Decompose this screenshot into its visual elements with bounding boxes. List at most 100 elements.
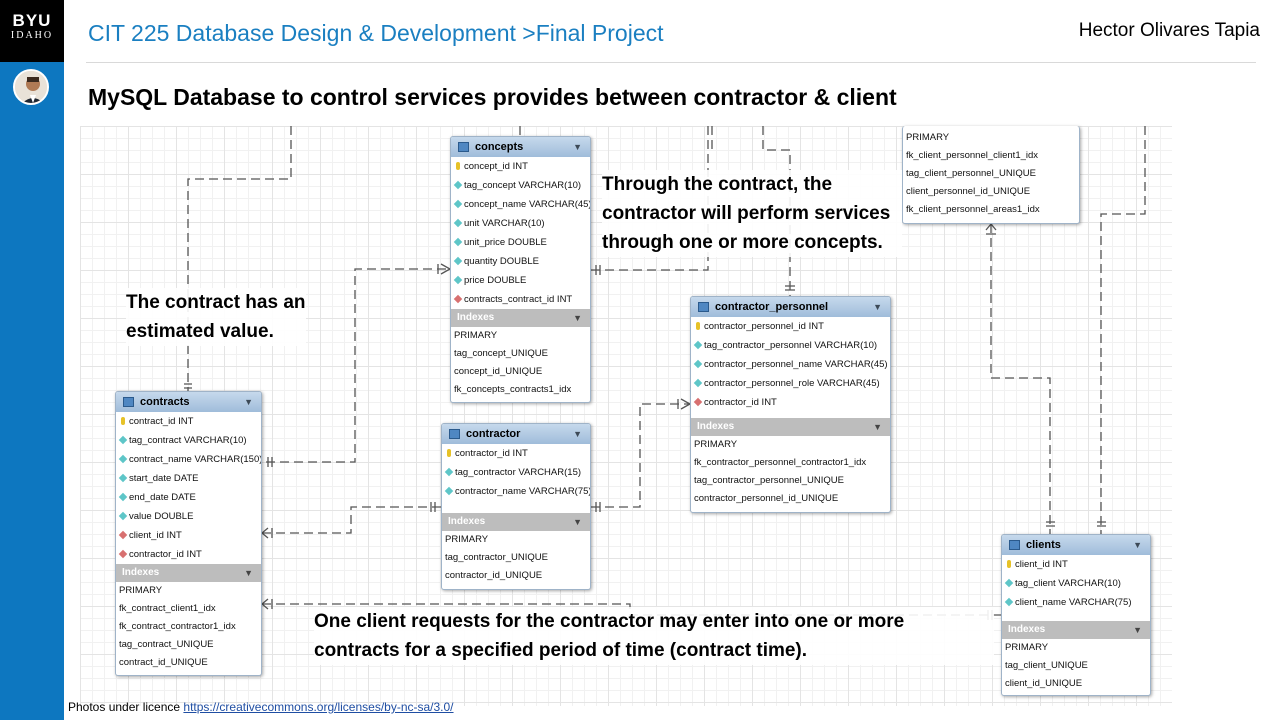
column-diamond-icon (453, 180, 463, 190)
collapse-arrow-icon[interactable]: ▼ (1133, 625, 1142, 635)
indexes-header[interactable]: Indexes▼ (691, 418, 890, 436)
column: tag_contractor VARCHAR(15) (442, 463, 590, 482)
column-diamond-icon (453, 199, 463, 209)
table-client-personnel-partial[interactable]: PRIMARY fk_client_personnel_client1_idx … (902, 126, 1080, 224)
footer-license: Photos under licence https://creativecom… (68, 700, 454, 714)
index-item: PRIMARY (119, 585, 163, 596)
table-icon (449, 429, 460, 439)
column-diamond-icon (453, 218, 463, 228)
index-item: fk_contract_client1_idx (119, 603, 216, 614)
note-contract-value: The contract has an estimated value. (126, 288, 306, 346)
course-title: CIT 225 Database Design & Development >F… (88, 20, 664, 46)
license-link[interactable]: https://creativecommons.org/licenses/by-… (183, 700, 454, 714)
column: end_date DATE (116, 488, 261, 507)
slide-subtitle: MySQL Database to control services provi… (88, 84, 897, 110)
table-header[interactable]: contractor_personnel▼ (691, 297, 890, 317)
column-diamond-icon (1004, 597, 1014, 607)
table-concepts[interactable]: concepts▼ concept_id INT tag_concept VAR… (450, 136, 591, 403)
column: contractor_personnel_id INT (691, 317, 890, 336)
foreign-key-icon (118, 549, 128, 559)
column: contractor_id INT (691, 393, 890, 412)
indexes-header[interactable]: Indexes▼ (1002, 621, 1150, 639)
index-item: tag_contractor_personnel_UNIQUE (694, 475, 844, 486)
table-clients[interactable]: clients▼ client_id INT tag_client VARCHA… (1001, 534, 1151, 696)
column: client_id INT (1002, 555, 1150, 574)
indexes-header[interactable]: Indexes▼ (442, 513, 590, 531)
column-diamond-icon (118, 435, 128, 445)
column-diamond-icon (118, 454, 128, 464)
table-header[interactable]: contracts▼ (116, 392, 261, 412)
primary-key-icon (447, 449, 451, 457)
column-diamond-icon (118, 492, 128, 502)
column: contract_name VARCHAR(150) (116, 450, 261, 469)
index-item: tag_client_UNIQUE (1005, 660, 1088, 671)
rel-line-contractor-personnel (591, 403, 690, 508)
column: unit_price DOUBLE (451, 233, 590, 252)
collapse-arrow-icon[interactable]: ▼ (573, 313, 582, 323)
collapse-arrow-icon[interactable]: ▼ (244, 397, 253, 407)
column: contractor_id INT (442, 444, 590, 463)
author-name: Hector Olivares Tapia (1078, 20, 1260, 41)
column: concept_id INT (451, 157, 590, 176)
indexes-header[interactable]: Indexes▼ (116, 564, 261, 582)
collapse-arrow-icon[interactable]: ▼ (573, 517, 582, 527)
table-contractor-personnel[interactable]: contractor_personnel▼ contractor_personn… (690, 296, 891, 513)
index-item: PRIMARY (1005, 642, 1049, 653)
table-header[interactable]: contractor▼ (442, 424, 590, 444)
index-item: fk_contract_contractor1_idx (119, 621, 236, 632)
column: concept_name VARCHAR(45) (451, 195, 590, 214)
index-item: concept_id_UNIQUE (454, 366, 543, 377)
column: contractor_personnel_name VARCHAR(45) (691, 355, 890, 374)
column-diamond-icon (444, 486, 454, 496)
column: tag_contractor_personnel VARCHAR(10) (691, 336, 890, 355)
collapse-arrow-icon[interactable]: ▼ (1133, 540, 1142, 550)
rel-line-right-clients (1100, 126, 1146, 534)
primary-key-icon (696, 322, 700, 330)
collapse-arrow-icon[interactable]: ▼ (573, 142, 582, 152)
column-diamond-icon (453, 275, 463, 285)
index-item: tag_concept_UNIQUE (454, 348, 548, 359)
table-contracts[interactable]: contracts▼ contract_id INT tag_contract … (115, 391, 262, 676)
column: contracts_contract_id INT (451, 290, 590, 309)
sidebar (0, 0, 64, 720)
column-diamond-icon (693, 378, 703, 388)
index-item: client_personnel_id_UNIQUE (906, 186, 1031, 197)
index-item: PRIMARY (906, 132, 950, 143)
table-header[interactable]: concepts▼ (451, 137, 590, 157)
table-contractor[interactable]: contractor▼ contractor_id INT tag_contra… (441, 423, 591, 590)
note-client-contracts: One client requests for the contractor m… (314, 607, 994, 665)
collapse-arrow-icon[interactable]: ▼ (873, 422, 882, 432)
primary-key-icon (121, 417, 125, 425)
column: tag_client VARCHAR(10) (1002, 574, 1150, 593)
table-icon (458, 142, 469, 152)
collapse-arrow-icon[interactable]: ▼ (873, 302, 882, 312)
column-diamond-icon (444, 467, 454, 477)
foreign-key-icon (453, 294, 463, 304)
index-item: contractor_personnel_id_UNIQUE (694, 493, 839, 504)
rel-line-contracts-top (187, 126, 292, 392)
table-icon (1009, 540, 1020, 550)
index-item: PRIMARY (454, 330, 498, 341)
column: client_id INT (116, 526, 261, 545)
column-diamond-icon (693, 359, 703, 369)
column: client_name VARCHAR(75) (1002, 593, 1150, 612)
column: contractor_personnel_role VARCHAR(45) (691, 374, 890, 393)
column: quantity DOUBLE (451, 252, 590, 271)
indexes-header[interactable]: Indexes▼ (451, 309, 590, 327)
column: tag_concept VARCHAR(10) (451, 176, 590, 195)
index-item: fk_concepts_contracts1_idx (454, 384, 572, 395)
primary-key-icon (456, 162, 460, 170)
foreign-key-icon (118, 530, 128, 540)
collapse-arrow-icon[interactable]: ▼ (573, 429, 582, 439)
column: contractor_name VARCHAR(75) (442, 482, 590, 501)
index-item: contractor_id_UNIQUE (445, 570, 543, 581)
column: tag_contract VARCHAR(10) (116, 431, 261, 450)
index-item: tag_client_personnel_UNIQUE (906, 168, 1036, 179)
spacer (442, 501, 590, 513)
table-header[interactable]: clients▼ (1002, 535, 1150, 555)
column-diamond-icon (453, 237, 463, 247)
collapse-arrow-icon[interactable]: ▼ (244, 568, 253, 578)
index-item: contract_id_UNIQUE (119, 657, 208, 668)
index-item: fk_contractor_personnel_contractor1_idx (694, 457, 867, 468)
spacer (1002, 612, 1150, 621)
